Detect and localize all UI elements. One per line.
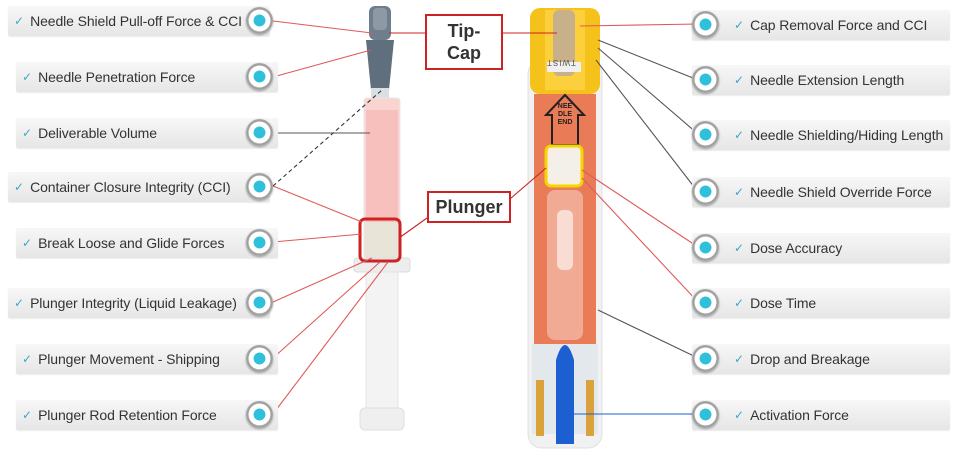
right-item: ✓ Needle Extension Length [692, 65, 950, 95]
check-icon: ✓ [734, 18, 745, 32]
right-item: ✓ Drop and Breakage [692, 344, 950, 374]
left-item-label: Plunger Integrity (Liquid Leakage) [30, 295, 237, 311]
needle-end-text: NEEDLE END [557, 103, 573, 126]
check-icon: ✓ [14, 180, 25, 194]
right-item-label: Activation Force [750, 407, 849, 423]
right-item-label: Needle Extension Length [750, 72, 905, 88]
left-item-label: Break Loose and Glide Forces [38, 235, 225, 251]
check-icon: ✓ [14, 296, 25, 310]
bullet-dot-icon [692, 121, 719, 148]
syringe-needle-shield-base [366, 40, 394, 90]
bullet-dot-icon [246, 173, 273, 200]
syringe-plunger-highlight [358, 217, 402, 263]
left-item: ✓ Needle Shield Pull-off Force & CCI [8, 6, 270, 36]
bullet-dot-icon [692, 178, 719, 205]
check-icon: ✓ [22, 70, 33, 84]
check-icon: ✓ [734, 128, 745, 142]
right-item-label: Drop and Breakage [750, 351, 870, 367]
autoinjector [527, 8, 603, 449]
left-item-label: Needle Shield Pull-off Force & CCI [30, 13, 242, 29]
bullet-dot-icon [692, 289, 719, 316]
left-item: ✓ Container Closure Integrity (CCI) [8, 172, 270, 202]
left-item-label: Plunger Rod Retention Force [38, 407, 217, 423]
left-item: ✓ Needle Penetration Force [16, 62, 278, 92]
check-icon: ✓ [734, 296, 745, 310]
syringe [353, 6, 411, 431]
cap-text: TWIST [546, 58, 576, 67]
bullet-dot-icon [692, 234, 719, 261]
left-item: ✓ Break Loose and Glide Forces [16, 228, 278, 258]
check-icon: ✓ [22, 236, 33, 250]
needle-end-arrow [543, 93, 587, 146]
left-item-label: Plunger Movement - Shipping [38, 351, 220, 367]
left-item: ✓ Deliverable Volume [16, 118, 278, 148]
left-item-label: Container Closure Integrity (CCI) [30, 179, 231, 195]
right-item: ✓ Dose Accuracy [692, 233, 950, 263]
bullet-dot-icon [246, 7, 273, 34]
right-item: ✓ Cap Removal Force and CCI [692, 10, 950, 40]
check-icon: ✓ [22, 408, 33, 422]
left-item-label: Needle Penetration Force [38, 69, 196, 85]
right-item-label: Cap Removal Force and CCI [750, 17, 928, 33]
right-item: ✓ Activation Force [692, 400, 950, 430]
right-item-label: Needle Shielding/Hiding Length [750, 127, 944, 143]
right-item: ✓ Needle Shielding/Hiding Length [692, 120, 950, 150]
bullet-dot-icon [246, 229, 273, 256]
syringe-rod-end [359, 407, 405, 431]
right-item-label: Dose Accuracy [750, 240, 843, 256]
right-item-label: Needle Shield Override Force [750, 184, 932, 200]
bullet-dot-icon [246, 289, 273, 316]
syringe-plunger-stopper [365, 222, 399, 260]
left-item: ✓ Plunger Rod Retention Force [16, 400, 278, 430]
left-item: ✓ Plunger Movement - Shipping [16, 344, 278, 374]
check-icon: ✓ [14, 14, 25, 28]
bullet-dot-icon [692, 11, 719, 38]
bullet-dot-icon [246, 345, 273, 372]
autoinjector-tip-cap [553, 10, 575, 76]
check-icon: ✓ [734, 73, 745, 87]
tip-cap-callout: Tip- Cap [425, 14, 503, 70]
plunger-callout: Plunger [427, 191, 511, 223]
left-item: ✓ Plunger Integrity (Liquid Leakage) [8, 288, 270, 318]
autoinjector-activator [556, 345, 574, 444]
left-item-label: Deliverable Volume [38, 125, 157, 141]
check-icon: ✓ [22, 352, 33, 366]
bullet-dot-icon [692, 401, 719, 428]
bullet-dot-icon [246, 119, 273, 146]
check-icon: ✓ [734, 352, 745, 366]
check-icon: ✓ [734, 185, 745, 199]
right-item: ✓ Dose Time [692, 288, 950, 318]
right-item: ✓ Needle Shield Override Force [692, 177, 950, 207]
bullet-dot-icon [692, 66, 719, 93]
right-connectors [574, 23, 699, 415]
right-item-label: Dose Time [750, 295, 817, 311]
check-icon: ✓ [734, 408, 745, 422]
check-icon: ✓ [22, 126, 33, 140]
check-icon: ✓ [734, 241, 745, 255]
bullet-dot-icon [246, 401, 273, 428]
left-connectors [272, 20, 557, 415]
bullet-dot-icon [692, 345, 719, 372]
bullet-dot-icon [246, 63, 273, 90]
syringe-rod [365, 271, 399, 413]
